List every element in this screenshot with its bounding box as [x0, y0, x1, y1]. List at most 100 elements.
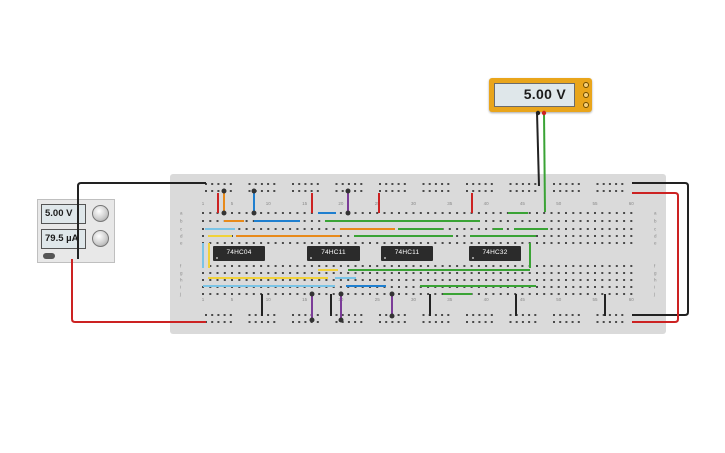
breadboard-hole — [360, 183, 363, 185]
current-knob-icon[interactable] — [92, 230, 109, 247]
breadboard-hole — [296, 279, 299, 281]
breadboard-hole — [577, 321, 580, 323]
breadboard-hole — [528, 183, 531, 185]
breadboard-hole — [553, 314, 555, 316]
breadboard-hole — [223, 265, 226, 267]
breadboard-hole — [274, 242, 277, 244]
breadboard-hole — [586, 228, 589, 230]
breadboard-hole — [209, 265, 212, 267]
breadboard-hole — [216, 293, 219, 295]
breadboard-hole — [621, 321, 624, 323]
breadboard-hole — [534, 314, 537, 316]
breadboard-hole — [403, 321, 406, 323]
breadboard-hole — [427, 293, 430, 295]
breadboard-hole — [385, 190, 388, 192]
column-number: 45 — [520, 297, 526, 302]
breadboard-hole — [485, 242, 488, 244]
breadboard-hole — [281, 242, 284, 244]
breadboard-hole — [398, 293, 400, 295]
breadboard-hole — [608, 235, 611, 237]
voltage-knob-icon[interactable] — [92, 205, 109, 222]
column-number: 30 — [411, 201, 417, 206]
breadboard-hole — [354, 293, 357, 295]
breadboard-hole — [550, 286, 553, 288]
multimeter-mode-a-button[interactable] — [583, 82, 589, 88]
breadboard-hole — [506, 242, 509, 244]
multimeter-mode-r-button[interactable] — [583, 102, 589, 108]
column-number: 40 — [484, 201, 490, 206]
breadboard-hole — [521, 190, 524, 192]
probe-black-tip — [535, 110, 541, 116]
breadboard-hole — [303, 242, 306, 244]
breadboard-hole — [579, 279, 582, 281]
breadboard-hole — [550, 293, 553, 295]
breadboard-hole — [596, 321, 599, 323]
breadboard-hole — [296, 293, 299, 295]
breadboard-hole — [623, 286, 626, 288]
multimeter[interactable]: 5.00 V — [489, 78, 592, 112]
breadboard-hole — [506, 279, 509, 281]
breadboard-hole — [565, 228, 567, 230]
breadboard-hole — [601, 272, 604, 274]
multimeter-probe-green — [543, 111, 546, 213]
breadboard-hole — [289, 293, 292, 295]
breadboard-hole — [223, 293, 226, 295]
breadboard-hole — [304, 183, 307, 185]
breadboard-hole — [354, 314, 357, 316]
breadboard-hole — [419, 265, 422, 267]
ic-chip-1[interactable]: 74HC04 — [213, 246, 265, 261]
breadboard-hole — [553, 183, 555, 185]
breadboard-hole — [267, 279, 270, 281]
breadboard-hole — [298, 314, 301, 316]
multimeter-mode-v-button[interactable] — [583, 92, 589, 98]
breadboard-hole — [354, 242, 357, 244]
breadboard-hole — [615, 314, 618, 316]
breadboard-hole — [211, 321, 214, 323]
column-number: 25 — [375, 201, 381, 206]
pin1-marker — [310, 257, 312, 259]
ic-chip-2[interactable]: 74HC11 — [307, 246, 360, 261]
ic-chip-4[interactable]: 74HC32 — [469, 246, 521, 261]
breadboard-hole — [427, 279, 430, 281]
power-switch[interactable] — [43, 253, 55, 259]
breadboard-hole — [434, 212, 437, 214]
breadboard-hole — [472, 183, 475, 185]
column-number: 5 — [231, 201, 234, 206]
breadboard-hole — [559, 314, 562, 316]
breadboard-hole — [211, 314, 214, 316]
breadboard-hole — [341, 314, 344, 316]
breadboard-hole — [341, 190, 344, 192]
breadboard-hole — [216, 265, 219, 267]
breadboard-hole — [335, 321, 338, 323]
wire-end — [309, 291, 315, 297]
breadboard-hole — [332, 265, 335, 267]
breadboard-hole — [586, 220, 589, 222]
breadboard-hole — [231, 272, 233, 274]
breadboard-hole — [448, 272, 451, 274]
multimeter-reading: 5.00 V — [523, 86, 566, 102]
breadboard-hole — [303, 265, 306, 267]
power-supply[interactable]: 5.00 V 79.5 µA — [37, 199, 115, 263]
breadboard-hole — [506, 265, 509, 267]
breadboard-hole — [441, 212, 444, 214]
breadboard-hole — [615, 212, 618, 214]
breadboard-hole — [347, 235, 350, 237]
breadboard-hole — [316, 314, 319, 316]
breadboard-hole — [623, 272, 626, 274]
breadboard-hole — [391, 321, 394, 323]
breadboard-hole — [376, 265, 379, 267]
probe-red-tip — [541, 110, 547, 116]
breadboard-hole — [318, 279, 321, 281]
breadboard-hole — [412, 279, 415, 281]
breadboard-hole — [427, 272, 430, 274]
breadboard-hole — [245, 242, 248, 244]
breadboard-hole — [623, 228, 626, 230]
breadboard-hole — [490, 314, 493, 316]
breadboard-hole — [572, 228, 575, 230]
breadboard-hole — [456, 242, 459, 244]
breadboard-hole — [335, 314, 338, 316]
breadboard-hole — [289, 212, 292, 214]
breadboard-hole — [586, 272, 589, 274]
ic-chip-3[interactable]: 74HC11 — [381, 246, 433, 261]
